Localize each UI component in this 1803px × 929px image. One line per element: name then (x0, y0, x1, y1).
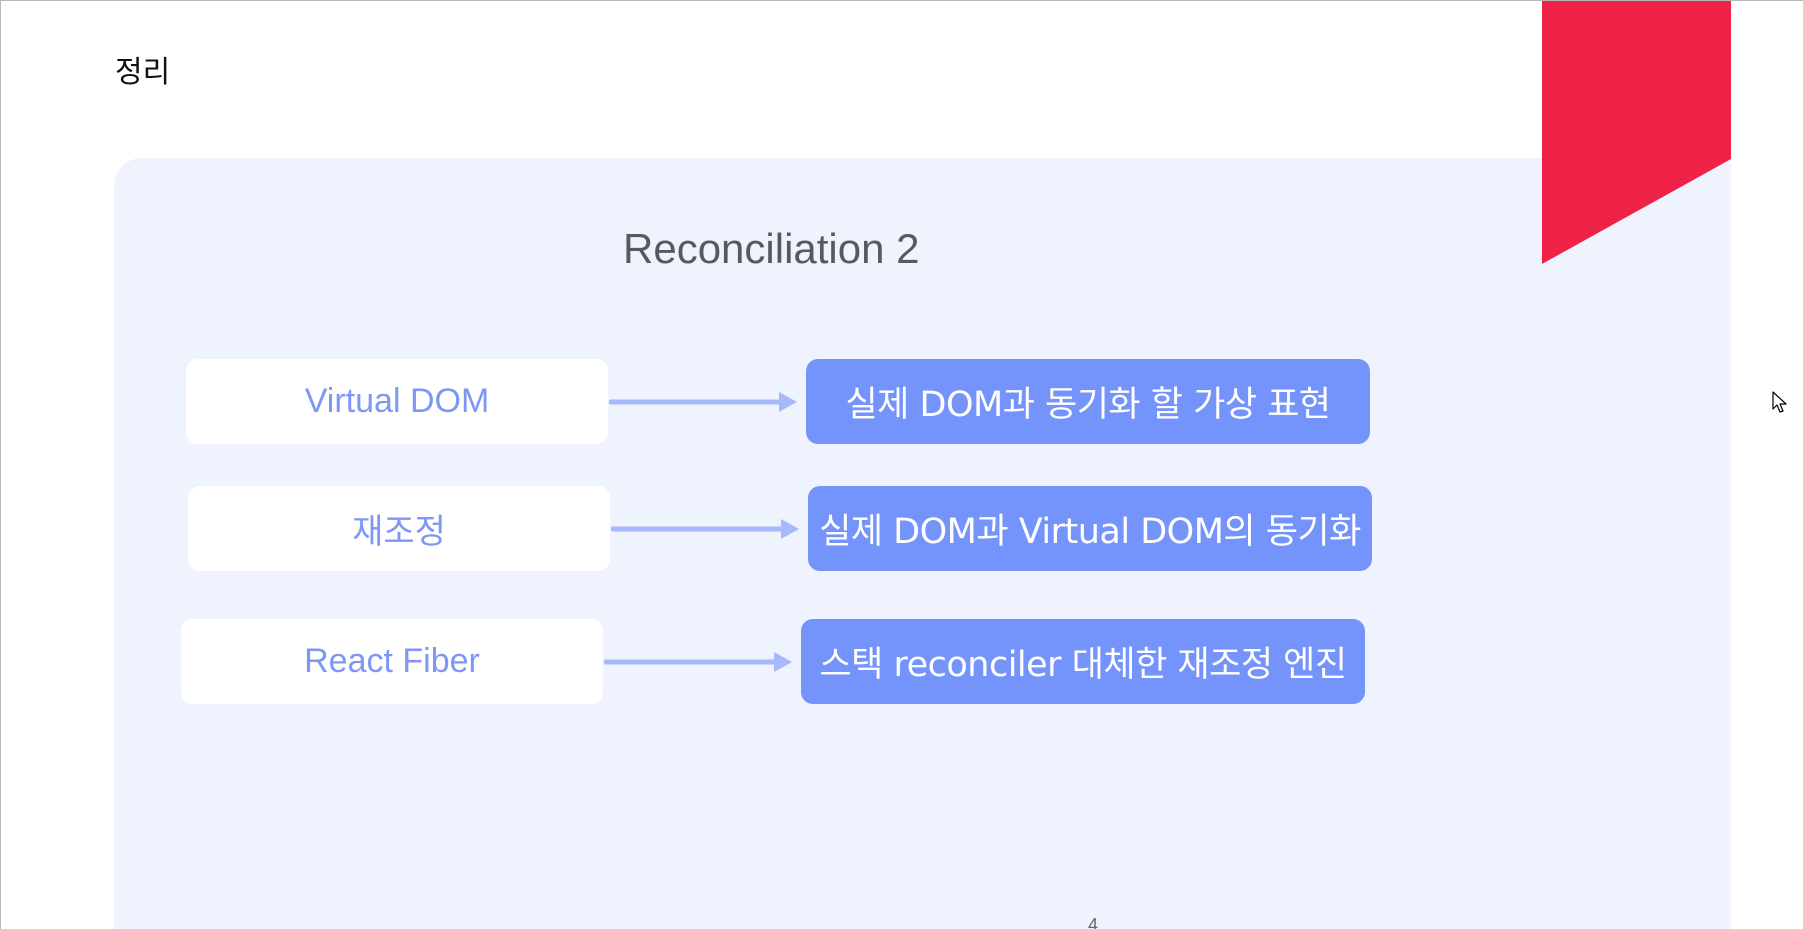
term-box-virtual-dom: Virtual DOM (186, 359, 608, 444)
arrow-right-icon (604, 652, 792, 672)
arrow-right-icon (609, 392, 797, 412)
term-box-reconciliation: 재조정 (188, 486, 610, 571)
definition-label: 실제 DOM과 동기화 할 가상 표현 (845, 385, 1331, 425)
definition-box-reconciliation: 실제 DOM과 Virtual DOM의 동기화 (808, 486, 1372, 571)
slide-header: 정리 (115, 55, 171, 90)
bookmark-ribbon-icon (1542, 1, 1731, 264)
term-label: Virtual DOM (304, 382, 490, 420)
arrow-right-icon (611, 519, 799, 539)
mouse-pointer-icon (1772, 391, 1787, 413)
term-label: 재조정 (352, 513, 446, 551)
term-box-react-fiber: React Fiber (181, 619, 603, 704)
term-label: React Fiber (304, 642, 480, 680)
definition-label: 실제 DOM과 Virtual DOM의 동기화 (819, 512, 1361, 552)
page-number: 4 (1088, 915, 1099, 929)
slide-title: Reconciliation 2 (623, 225, 920, 272)
definition-box-react-fiber: 스택 reconciler 대체한 재조정 엔진 (801, 619, 1365, 704)
definition-box-virtual-dom: 실제 DOM과 동기화 할 가상 표현 (806, 359, 1370, 444)
definition-label: 스택 reconciler 대체한 재조정 엔진 (819, 645, 1347, 685)
